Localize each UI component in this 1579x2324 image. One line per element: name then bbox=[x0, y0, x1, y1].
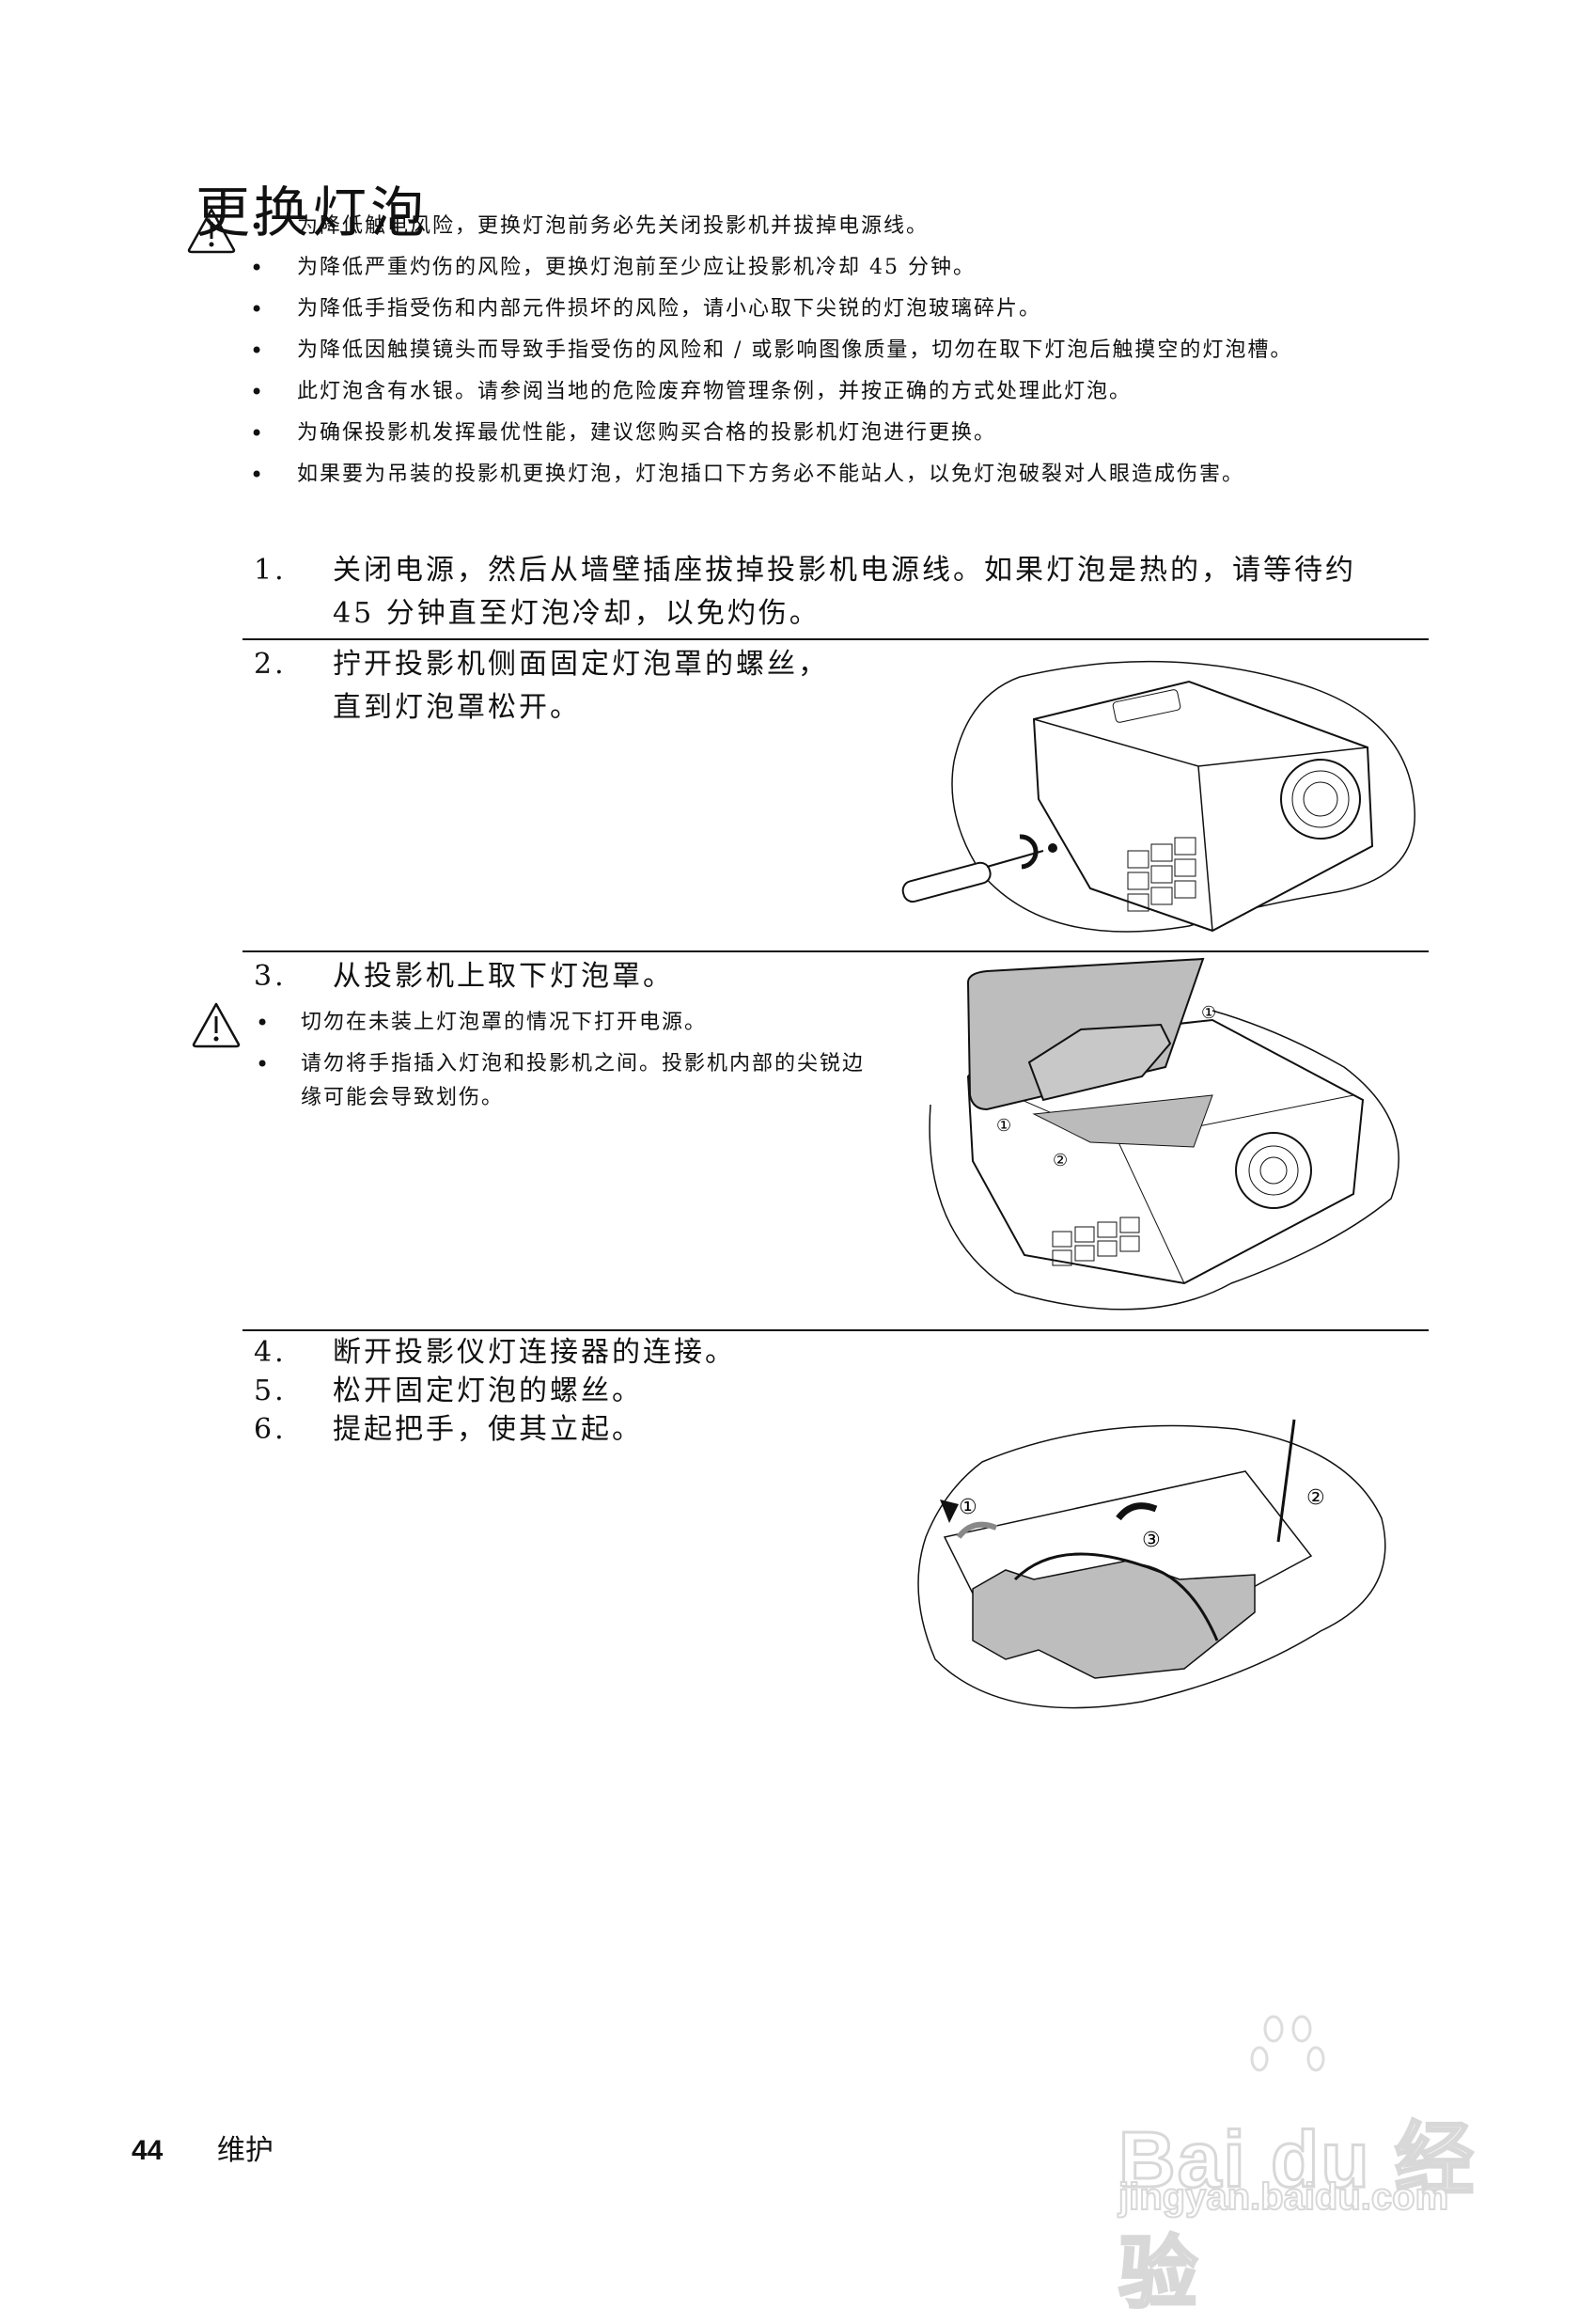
baidu-watermark: Bai du 经验 jingyan.baidu.com bbox=[1118, 2012, 1485, 2319]
warning-item: 为降低因触摸镜头而导致手指受伤的风险和 / 或影响图像质量，切勿在取下灯泡后触摸… bbox=[246, 333, 1406, 369]
step-2: 2. 拧开投影机侧面固定灯泡罩的螺丝， 直到灯泡罩松开。 bbox=[246, 643, 848, 730]
figure-remove-lamp-cover: ① ① ② bbox=[902, 954, 1429, 1311]
watermark-url: jingyan.baidu.com bbox=[1118, 2175, 1449, 2219]
divider bbox=[242, 1329, 1429, 1331]
page-number: 44 bbox=[132, 2135, 164, 2166]
steps-4-6: 4. 断开投影仪灯连接器的连接。 5. 松开固定灯泡的螺丝。 6. 提起把手，使… bbox=[246, 1333, 848, 1449]
figure-unscrew-lamp-cover bbox=[888, 658, 1433, 940]
step-text: 断开投影仪灯连接器的连接。 bbox=[333, 1336, 736, 1369]
warning-icon bbox=[186, 207, 237, 258]
figure-lamp-removal: ① ② ③ bbox=[907, 1377, 1415, 1725]
warning-item: 此灯泡含有水银。请参阅当地的危险废弃物管理条例，并按正确的方式处理此灯泡。 bbox=[246, 374, 1421, 410]
step-number: 3. bbox=[254, 960, 287, 993]
page-footer: 44 维护 bbox=[132, 2127, 274, 2168]
step-number: 5. bbox=[254, 1374, 287, 1407]
step-text: 拧开投影机侧面固定灯泡罩的螺丝， bbox=[333, 648, 829, 681]
warning-item: 为降低手指受伤和内部元件损坏的风险，请小心取下尖锐的灯泡玻璃碎片。 bbox=[246, 291, 1421, 327]
warning-item: 为确保投影机发挥最优性能，建议您购买合格的投影机灯泡进行更换。 bbox=[246, 416, 1421, 451]
step-text: 提起把手，使其立起。 bbox=[333, 1413, 643, 1446]
step-1: 1. 关闭电源，然后从墙壁插座拔掉投影机电源线。如果灯泡是热的，请等待约 45 … bbox=[246, 549, 1430, 636]
callout-2: ② bbox=[1306, 1486, 1325, 1510]
callout-1: ① bbox=[996, 1116, 1011, 1136]
callout-3: ③ bbox=[1142, 1529, 1161, 1552]
warning-item: 为降低触电风险，更换灯泡前务必先关闭投影机并拔掉电源线。 bbox=[246, 209, 1421, 244]
warning-item: 为降低严重灼伤的风险，更换灯泡前至少应让投影机冷却 45 分钟。 bbox=[246, 250, 1421, 286]
step3-warning-list: 切勿在未装上灯泡罩的情况下打开电源。 请勿将手指插入灯泡和投影机之间。投影机内部… bbox=[246, 1006, 885, 1123]
callout-1: ① bbox=[959, 1496, 977, 1519]
step-number: 2. bbox=[254, 648, 287, 681]
callout-2: ② bbox=[1053, 1151, 1068, 1170]
callout-1: ① bbox=[1201, 1003, 1216, 1023]
step-number: 6. bbox=[254, 1413, 287, 1446]
section-name: 维护 bbox=[216, 2134, 274, 2167]
step-text: 关闭电源，然后从墙壁插座拔掉投影机电源线。如果灯泡是热的，请等待约 bbox=[333, 554, 1356, 587]
divider bbox=[242, 950, 1429, 952]
warning-list: 为降低触电风险，更换灯泡前务必先关闭投影机并拔掉电源线。 为降低严重灼伤的风险，… bbox=[246, 209, 1421, 498]
divider bbox=[242, 638, 1429, 640]
step-text: 从投影机上取下灯泡罩。 bbox=[333, 960, 674, 993]
warning-item: 如果要为吊装的投影机更换灯泡，灯泡插口下方务必不能站人，以免灯泡破裂对人眼造成伤… bbox=[246, 457, 1421, 493]
warning-item: 请勿将手指插入灯泡和投影机之间。投影机内部的尖锐边缘可能会导致划伤。 bbox=[246, 1047, 865, 1115]
warning-icon bbox=[191, 1001, 242, 1052]
warning-item: 切勿在未装上灯泡罩的情况下打开电源。 bbox=[246, 1006, 885, 1040]
step-text: 直到灯泡罩松开。 bbox=[333, 691, 581, 724]
step-number: 4. bbox=[254, 1336, 287, 1369]
step-text: 松开固定灯泡的螺丝。 bbox=[333, 1374, 643, 1407]
paw-icon bbox=[1250, 2015, 1325, 2072]
step-text: 45 分钟直至灯泡冷却，以免灼伤。 bbox=[333, 597, 821, 630]
step-number: 1. bbox=[254, 554, 287, 587]
step-3: 3. 从投影机上取下灯泡罩。 bbox=[246, 955, 848, 998]
